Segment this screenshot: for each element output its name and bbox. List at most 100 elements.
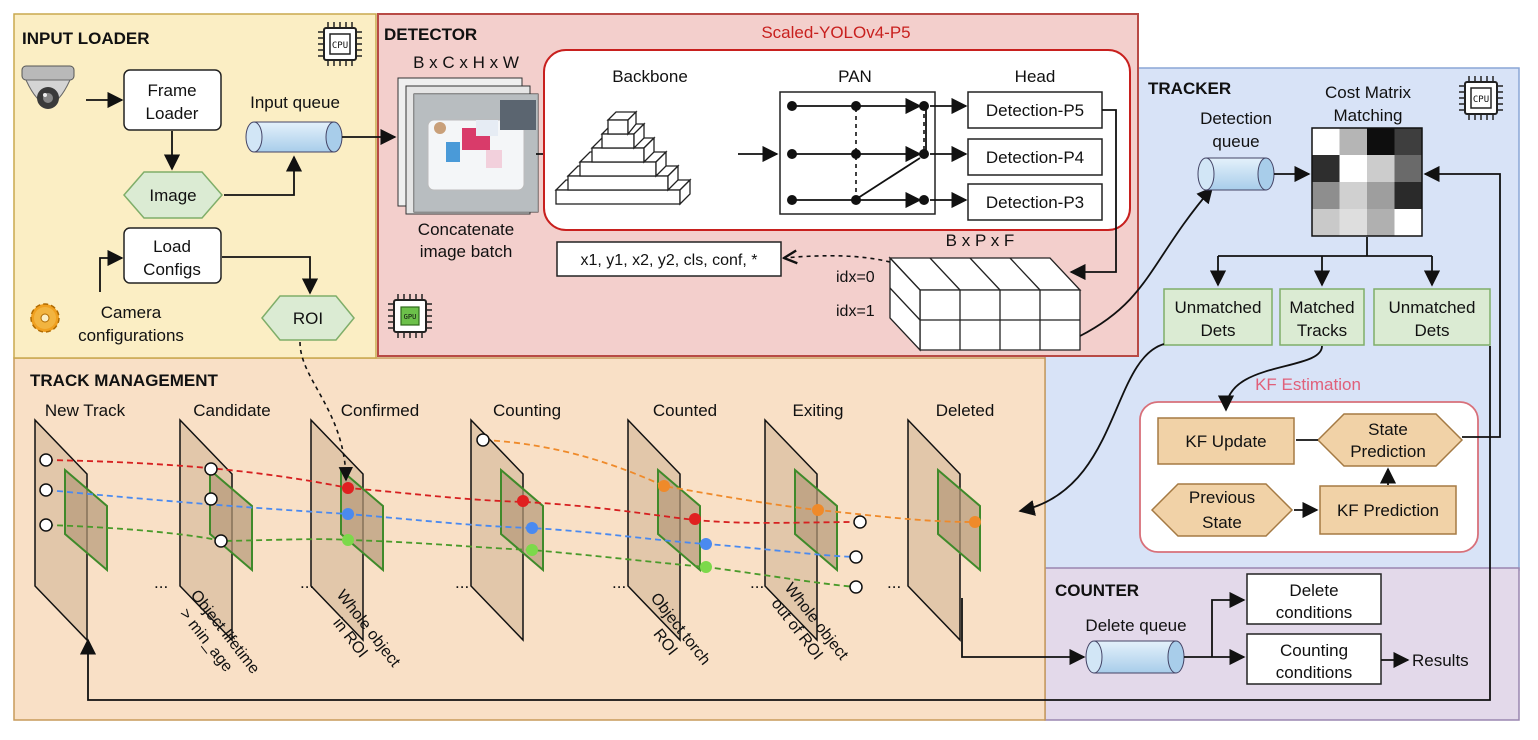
- frame-plane: [179, 418, 233, 642]
- image-batch-stack: [397, 77, 539, 215]
- gpu-chip-label: GPU: [404, 313, 417, 321]
- previous-state-hexagon: [1150, 483, 1294, 537]
- kf-update-label: KF Update: [1185, 432, 1266, 451]
- delete-queue-cylinder: [1085, 640, 1185, 674]
- stage-counting: Counting: [493, 401, 561, 420]
- cost-matrix-cell: [1367, 128, 1395, 155]
- track-blue: [46, 489, 857, 558]
- backbone-pyramid: [554, 110, 692, 206]
- state-prediction-hexagon: [1316, 413, 1464, 467]
- matched-tracks-label-2: Tracks: [1297, 321, 1347, 340]
- unmatched-dets-right-box: [1373, 288, 1491, 346]
- pan-label: PAN: [838, 67, 872, 86]
- roi-label: ROI: [293, 309, 323, 328]
- delete-queue-label: Delete queue: [1085, 616, 1186, 635]
- frame-plane: [907, 418, 961, 642]
- detection-p3-label: Detection-P3: [986, 193, 1084, 212]
- frame-loader-label-2: Loader: [146, 104, 199, 123]
- counting-conditions-box: [1246, 633, 1382, 685]
- cost-matrix-grid: [1312, 128, 1422, 236]
- detector-model-title: Scaled-YOLOv4-P5: [761, 23, 910, 42]
- backbone-label: Backbone: [612, 67, 688, 86]
- kf-prediction-label: KF Prediction: [1337, 501, 1439, 520]
- cost-matrix-border: [1311, 127, 1423, 237]
- stage-confirmed: Confirmed: [341, 401, 419, 420]
- track-management-title: TRACK MANAGEMENT: [30, 371, 219, 390]
- batch-dims-label: B x C x H x W: [413, 53, 519, 72]
- camera-config-label-1: Camera: [101, 303, 162, 322]
- delete-conditions-label-2: conditions: [1276, 603, 1353, 622]
- kf-prediction-box: [1319, 485, 1457, 535]
- counter-title: COUNTER: [1055, 581, 1139, 600]
- cost-matrix-cell: [1367, 155, 1395, 182]
- detection-p5-box: [967, 91, 1103, 129]
- image-hexagon: [123, 171, 223, 219]
- stage-deleted: Deleted: [936, 401, 995, 420]
- concat-label-1: Concatenate: [418, 220, 514, 239]
- detection-p5-label: Detection-P5: [986, 101, 1084, 120]
- load-configs-label-1: Load: [153, 237, 191, 256]
- detection-p4-label: Detection-P4: [986, 148, 1084, 167]
- cost-matrix-cell: [1394, 128, 1422, 155]
- cost-matrix-cell: [1394, 182, 1422, 209]
- cpu-chip-label: CPU: [332, 41, 348, 51]
- state-prediction-label-1: State: [1368, 420, 1408, 439]
- cost-matrix-label-2: Matching: [1334, 106, 1403, 125]
- previous-state-label-2: State: [1202, 513, 1242, 532]
- frame-plane: [627, 418, 681, 642]
- state-prediction-label-2: Prediction: [1350, 442, 1426, 461]
- input-queue-label: Input queue: [250, 93, 340, 112]
- detection-p4-box: [967, 138, 1103, 176]
- track-orange: [483, 439, 976, 523]
- idx0-label: idx=0: [836, 269, 875, 286]
- cost-matrix-label-1: Cost Matrix: [1325, 83, 1411, 102]
- gpu-chip-icon: GPU: [388, 294, 432, 338]
- cost-matrix-cell: [1367, 209, 1395, 236]
- gear-icon: [30, 303, 60, 333]
- ellipsis-2: ...: [300, 573, 314, 592]
- detector-title: DETECTOR: [384, 25, 477, 44]
- detector: DETECTOR Scaled-YOLOv4-P5 B x C x H x W …: [384, 23, 1131, 352]
- cost-matrix-cell: [1339, 182, 1367, 209]
- stage-new-track: New Track: [45, 401, 126, 420]
- delete-conditions-box: [1246, 573, 1382, 625]
- load-configs-label-2: Configs: [143, 260, 201, 279]
- kf-estimation-label: KF Estimation: [1255, 375, 1361, 394]
- frame-plane: [470, 418, 524, 642]
- frame-planes: [34, 418, 981, 642]
- frame-roi: [937, 467, 981, 573]
- image-label: Image: [149, 186, 196, 205]
- ellipsis-5: ...: [750, 573, 764, 592]
- concat-label-2: image batch: [420, 242, 513, 261]
- output-format-label: x1, y1, x2, y2, cls, conf, *: [581, 252, 758, 269]
- load-configs-box: [123, 227, 222, 284]
- input-queue-cylinder: [245, 121, 343, 153]
- cost-matrix-cell: [1312, 128, 1340, 155]
- ellipsis-3: ...: [455, 573, 469, 592]
- cost-matrix-cell: [1312, 155, 1340, 182]
- frame-roi: [794, 467, 838, 573]
- cost-matrix-cell: [1312, 182, 1340, 209]
- cost-matrix-cell: [1394, 155, 1422, 182]
- pan-graph: [787, 97, 929, 209]
- stage-exiting: Exiting: [792, 401, 843, 420]
- ellipsis-1: ...: [154, 573, 168, 592]
- tracker: TRACKER CPU Detection queue Cost Matrix …: [1139, 76, 1503, 553]
- counter: COUNTER Delete queue Delete conditions C…: [1055, 573, 1469, 685]
- frame-roi: [209, 467, 253, 573]
- ellipsis-6: ...: [887, 573, 901, 592]
- idx1-label: idx=1: [836, 303, 875, 320]
- counting-conditions-label-1: Counting: [1280, 641, 1348, 660]
- detection-p3-box: [967, 183, 1103, 221]
- track-green: [46, 524, 857, 588]
- tensor-block: [888, 256, 1082, 352]
- detection-queue-label-2: queue: [1212, 132, 1259, 151]
- tracker-title: TRACKER: [1148, 79, 1231, 98]
- frame-loader-box: [123, 69, 222, 131]
- frame-roi: [657, 467, 701, 573]
- unmatched-dets-left-label-2: Dets: [1201, 321, 1236, 340]
- output-format-box: [556, 241, 782, 277]
- cost-matrix-cell: [1339, 128, 1367, 155]
- input-loader: INPUT LOADER CPU Frame Loader Image Inpu…: [21, 22, 362, 345]
